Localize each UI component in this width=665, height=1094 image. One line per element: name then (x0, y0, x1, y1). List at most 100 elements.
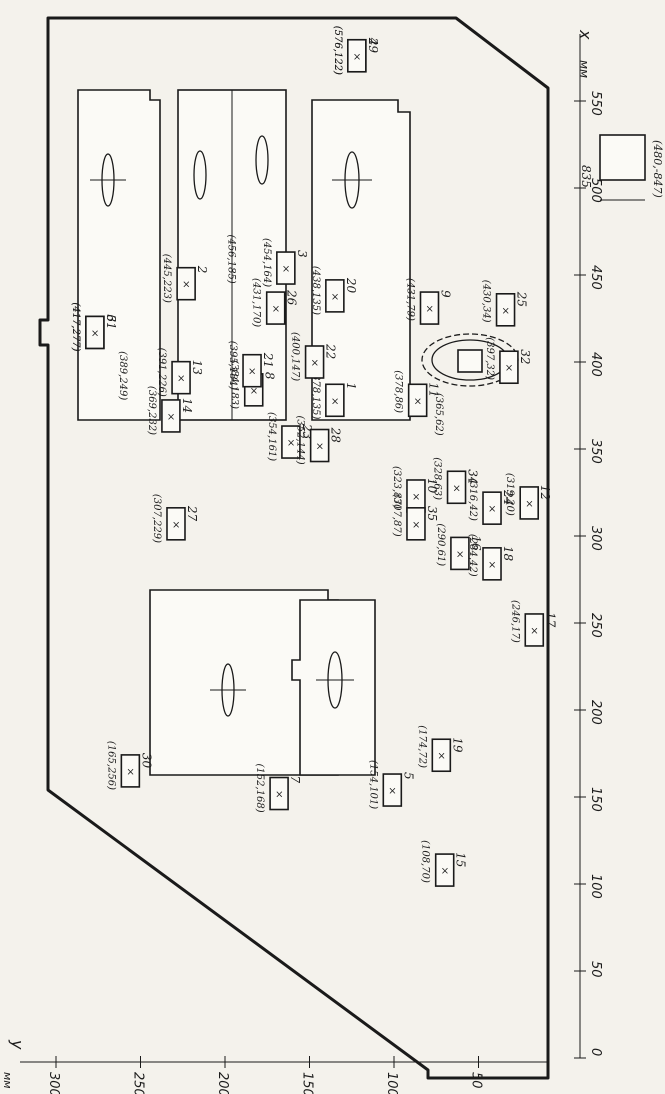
part-number: 4 (366, 37, 380, 46)
center-mark: × (331, 292, 339, 303)
x-tick-label: 550 (588, 91, 603, 116)
center-mark: × (126, 767, 134, 778)
part-number: 25 (515, 291, 529, 307)
part-coordinate: (417,277) (70, 302, 81, 351)
part-coordinate: (438,135) (310, 266, 321, 315)
center-mark: × (425, 304, 433, 315)
part-coordinate: (445,223) (161, 254, 172, 303)
center-mark: × (412, 520, 420, 531)
part-29: × 29 (576,122) (332, 26, 380, 75)
part-coordinate: (354,161) (266, 412, 277, 461)
part-coordinate: (576,122) (332, 26, 343, 75)
center-mark: × (456, 549, 464, 560)
part-34: ×34(328,63) (432, 457, 480, 505)
part-35: ×35(307,87) (391, 494, 439, 541)
center-mark: × (177, 374, 185, 385)
part-coordinate: (576,122) (332, 26, 343, 75)
x-tick-label: 450 (588, 265, 603, 290)
center-mark: × (505, 363, 513, 374)
component-1-block (311, 99, 411, 421)
part-number: 16 (469, 535, 483, 551)
part-number: 21 (261, 352, 275, 368)
part-body (499, 350, 519, 385)
part-unnumbered: (456,185) (225, 235, 236, 284)
center-mark: × (331, 396, 339, 407)
part-number: 15 (454, 852, 468, 867)
part-number: 22 (324, 343, 338, 359)
y-tick-label: 150 (300, 1072, 315, 1094)
part-coordinate: (369,232) (146, 386, 157, 435)
y-tick-label: 50 (469, 1072, 484, 1089)
part-number: 26 (285, 289, 299, 306)
part-body (166, 507, 186, 541)
part-coordinate: (378,86) (393, 370, 404, 413)
part-7: ×7(152,168) (254, 764, 302, 813)
center-mark: × (287, 438, 295, 449)
center-mark: × (182, 280, 190, 291)
center-mark: × (316, 442, 324, 453)
center-mark: × (488, 560, 496, 571)
part-30: × 30 (165,256) (105, 741, 153, 790)
part-body (450, 536, 470, 571)
center-mark: × (311, 358, 319, 369)
part-15: ×15(108,70) (420, 840, 468, 887)
part-body (325, 279, 345, 313)
part-body (495, 292, 516, 327)
part-coordinate: (290,61) (435, 523, 446, 566)
part-number: 12 (538, 485, 552, 500)
center-mark: × (353, 52, 361, 63)
part-22: × 22 (400,147) (290, 332, 338, 381)
part-coordinate: (397,32) (484, 337, 495, 380)
center-mark: × (282, 264, 290, 275)
part-body (419, 291, 440, 325)
part-number: 3 (295, 250, 309, 258)
part-coordinate: (378,135) (310, 370, 321, 419)
part-11: ×11(378,86) (393, 370, 441, 418)
part-number: 17 (543, 612, 557, 628)
offset-dimension: 835 (579, 165, 593, 188)
part-coordinate: (352,144) (295, 416, 306, 465)
part-body (382, 773, 403, 807)
part-coordinate: (400,147) (290, 332, 301, 381)
part-body (269, 776, 289, 811)
x-tick-label: 100 (588, 874, 603, 899)
x-tick-label: 500 (588, 178, 603, 203)
part-coordinate: (307,87) (391, 494, 402, 537)
part-2: ×2(445,223) (161, 254, 209, 303)
part-body (171, 360, 191, 395)
center-mark: × (250, 386, 258, 397)
outside-coordinate: (480,-847) (651, 140, 664, 198)
external-part-box (599, 134, 646, 201)
center-mark: × (91, 328, 99, 339)
center-mark: × (275, 790, 283, 801)
part-number: 29 (366, 37, 380, 54)
part-3: ×3(454,164) (261, 238, 309, 287)
part-18: ×18(284,42) (467, 534, 515, 581)
part-23: ×23(354,161) (266, 412, 314, 461)
part-number: 13 (190, 360, 204, 376)
part-number: 34 (466, 469, 480, 484)
center-mark: × (525, 499, 533, 510)
part-coordinate: (323,87) (391, 466, 402, 509)
part-number: 30 (139, 753, 153, 769)
part-number: 7 (288, 776, 302, 784)
part-16: × 16 (290,61) (435, 523, 483, 571)
part-coordinate: (284,42) (467, 534, 478, 577)
part-coordinate: (391,226) (156, 348, 167, 397)
part-number: 5 (401, 772, 415, 780)
part-coordinate: (316,42) (467, 478, 478, 521)
part-coordinate: (165,256) (105, 741, 116, 790)
part-1: ×1(378,135) (310, 370, 358, 419)
part-31: ×31(417,277) (70, 302, 118, 351)
part-body (276, 251, 296, 285)
part-5: ×5(154,101) (367, 760, 415, 809)
part-number: 9 (438, 290, 452, 298)
y-tick-label: 200 (215, 1072, 230, 1094)
part-number: 14 (180, 398, 194, 413)
component-5-block (291, 599, 376, 776)
center-mark: × (388, 786, 396, 797)
center-mark: × (167, 412, 175, 423)
component-2-3-block (177, 89, 287, 421)
